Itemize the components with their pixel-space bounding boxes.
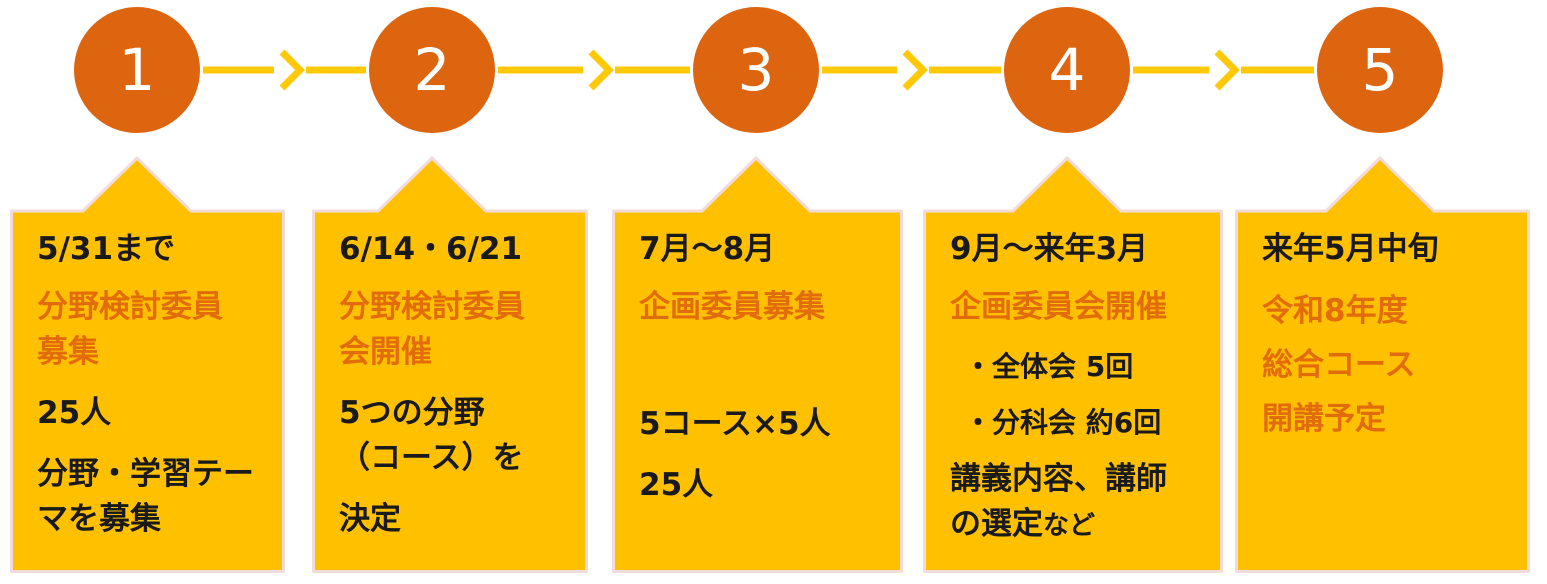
callout-bubble-shape [10,156,285,573]
step-paragraph: 分野・学習テー マを募集 [37,455,254,537]
step-title: 分野検討委員 会開催 [339,289,525,370]
step-number: 5 [1361,36,1399,104]
step-date: 6/14・6/21 [339,231,523,267]
step-number: 1 [118,36,156,104]
step-paragraph: 25人 [37,394,112,431]
step-bullet-item: ・分科会 約6回 [964,406,1162,440]
step-number: 3 [737,36,775,104]
connector-arrow-3 [822,49,1001,91]
step-paragraph: 決定 [339,500,401,537]
callout-bubble-shape [923,156,1223,573]
step-number: 4 [1048,36,1086,104]
step-content-3: 7月～8月 企画委員募集 5コース×5人 25人 [639,227,881,508]
step-callout-1: 5/31まで 分野検討委員 募集 25人 分野・学習テー マを募集 [10,155,285,574]
step-paragraph: 5コース×5人 [639,405,831,442]
step-title: 分野検討委員 募集 [37,289,223,370]
connector-arrow-4 [1133,49,1314,91]
step-callout-3: 7月～8月 企画委員募集 5コース×5人 25人 [612,155,903,574]
step-paragraph: 5つの分野 （コース）を [339,394,524,476]
callout-bubble-shape [312,156,588,573]
step-bullet-item: ・全体会 5回 [964,349,1134,383]
step-content-1: 5/31まで 分野検討委員 募集 25人 分野・学習テー マを募集 [37,227,263,542]
step-circle-5: 5 [1317,7,1443,133]
step-title: 令和8年度 総合コース 開講予定 [1262,293,1416,437]
step-note: 講義内容、講師 の選定など [950,457,1201,547]
step-callout-4: 9月～来年3月 企画委員会開催 ・全体会 5回 ・分科会 約6回 講義内容、講師… [923,155,1223,574]
step-circle-2: 2 [369,7,495,133]
chevron-right-icon [1214,49,1240,91]
step-content-5: 来年5月中旬 令和8年度 総合コース 開講予定 [1262,227,1508,447]
chevron-right-icon [588,49,614,91]
step-circle-1: 1 [74,7,200,133]
callout-bubble-shape [612,156,903,573]
step-circle-3: 3 [693,7,819,133]
step-date: 来年5月中旬 [1262,231,1439,267]
step-circle-4: 4 [1004,7,1130,133]
step-date: 7月～8月 [639,231,776,267]
step-note-main: 講義内容、講師 の選定 [950,461,1167,543]
connector-arrow-2 [498,49,690,91]
step-number: 2 [413,36,451,104]
step-callout-2: 6/14・6/21 分野検討委員 会開催 5つの分野 （コース）を 決定 [312,155,588,574]
connector-arrow-1 [203,49,366,91]
step-title: 企画委員会開催 [950,289,1167,326]
chevron-right-icon [902,49,928,91]
chevron-right-icon [279,49,305,91]
step-date: 5/31まで [37,231,176,267]
step-note-suffix: など [1043,511,1096,542]
step-content-4: 9月～来年3月 企画委員会開催 ・全体会 5回 ・分科会 約6回 講義内容、講師… [950,227,1201,547]
step-content-2: 6/14・6/21 分野検討委員 会開催 5つの分野 （コース）を 決定 [339,227,566,542]
step-title: 企画委員募集 [639,289,825,326]
step-callout-5: 来年5月中旬 令和8年度 総合コース 開講予定 [1235,155,1530,574]
step-date: 9月～来年3月 [950,231,1149,267]
step-paragraph: 25人 [639,466,714,503]
callout-bubble-shape [1235,156,1530,573]
